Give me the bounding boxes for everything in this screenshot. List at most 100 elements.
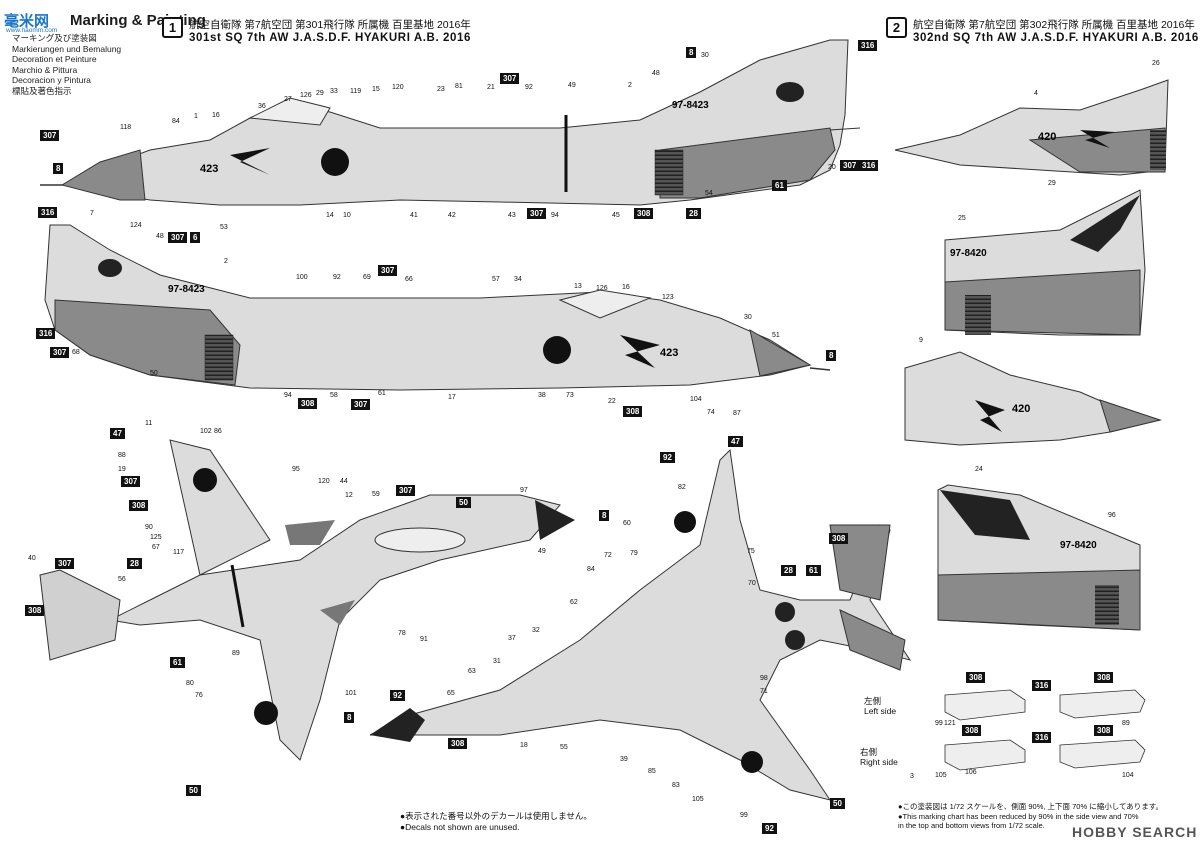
- scheme-1-header: 1 航空自衛隊 第7航空団 第301飛行隊 所属機 百里基地 2016年 301…: [162, 17, 471, 44]
- lang-de: Markierungen und Bemalung: [12, 43, 122, 54]
- part-callout: 49: [568, 82, 576, 89]
- part-callout: 63: [468, 668, 476, 675]
- color-callout: 307: [351, 399, 371, 410]
- part-callout: 85: [648, 768, 656, 775]
- part-callout: 119: [350, 88, 362, 95]
- part-callout: 126: [300, 92, 312, 99]
- aircraft-2-tail-left: [937, 484, 1141, 631]
- tank-left-side-1: [944, 689, 1026, 721]
- part-callout: 11: [145, 420, 153, 427]
- part-callout: 105: [692, 796, 704, 803]
- part-callout: 41: [410, 212, 418, 219]
- part-callout: 48: [652, 70, 660, 77]
- part-callout: 95: [292, 466, 300, 473]
- color-callout: 50: [186, 785, 201, 796]
- color-callout: 92: [390, 690, 405, 701]
- side-callout: 308: [966, 672, 986, 683]
- side-callout: 308: [1094, 672, 1114, 683]
- part-callout: 20: [828, 164, 836, 171]
- color-callout: 307: [378, 265, 398, 276]
- part-callout: 87: [733, 410, 741, 417]
- scheme-2-header: 2 航空自衛隊 第7航空団 第302飛行隊 所属機 百里基地 2016年 302…: [886, 17, 1199, 44]
- part-callout: 49: [538, 548, 546, 555]
- watermark-url: www.haomm.com: [6, 27, 58, 34]
- part-callout: 78: [398, 630, 406, 637]
- tank-right-side-1: [944, 739, 1026, 771]
- part-callout: 76: [195, 692, 203, 699]
- tank-left-side-2: [1059, 689, 1146, 719]
- part-callout: 15: [372, 86, 380, 93]
- scheme-2-jp: 航空自衛隊 第7航空団 第302飛行隊 所属機 百里基地 2016年: [913, 19, 1195, 31]
- part-callout: 66: [405, 276, 413, 283]
- side-callout: 105: [935, 772, 947, 779]
- part-callout: 22: [608, 398, 616, 405]
- part-callout: 73: [566, 392, 574, 399]
- color-callout: 50: [456, 497, 471, 508]
- serial-1a: 97-8423: [672, 100, 709, 111]
- color-callout: 307: [55, 558, 75, 569]
- lang-jp: マーキング及び塗装図: [12, 33, 97, 43]
- color-callout: 8: [826, 350, 837, 361]
- part-callout: 55: [560, 744, 568, 751]
- color-callout: 28: [781, 565, 796, 576]
- part-callout: 71: [760, 688, 768, 695]
- part-callout: 121: [944, 720, 956, 727]
- part-callout: 61: [378, 390, 386, 397]
- part-callout: 67: [152, 544, 160, 551]
- color-callout: 307: [396, 485, 416, 496]
- color-callout: 8: [344, 712, 355, 723]
- part-callout: 118: [120, 124, 132, 131]
- part-callout: 12: [345, 492, 353, 499]
- lang-es: Decoracion y Pintura: [12, 75, 91, 85]
- part-callout: 4: [1034, 90, 1038, 97]
- color-callout: 28: [127, 558, 142, 569]
- part-callout: 3: [910, 773, 914, 780]
- part-callout: 117: [173, 549, 185, 556]
- part-callout: 1: [194, 113, 198, 120]
- aircraft-2-left-side: [904, 351, 1162, 446]
- lang-it: Marchio & Pittura: [12, 64, 78, 75]
- scheme-1-en: 301st SQ 7th AW J.A.S.D.F. HYAKURI A.B. …: [189, 32, 472, 44]
- color-callout: 61: [772, 180, 787, 191]
- color-callout: 307: [168, 232, 188, 243]
- part-callout: 50: [150, 370, 158, 377]
- color-callout: 61: [170, 657, 185, 668]
- part-callout: 40: [28, 555, 36, 562]
- tank-right-side-2: [1059, 739, 1146, 769]
- part-callout: 17: [448, 394, 456, 401]
- part-callout: 30: [701, 52, 709, 59]
- part-callout: 75: [747, 548, 755, 555]
- part-callout: 51: [772, 332, 780, 339]
- part-callout: 13: [574, 283, 582, 290]
- serial-2b: 97-8420: [1060, 540, 1097, 551]
- serial-2a: 97-8420: [950, 248, 987, 259]
- right-side-label: 右側 Right side: [860, 747, 898, 767]
- aircraft-1-right-side: [40, 39, 861, 206]
- nose-number-2b: 420: [1012, 403, 1030, 415]
- color-callout: 47: [110, 428, 125, 439]
- part-callout: 60: [623, 520, 631, 527]
- side-callout: 316: [1032, 732, 1052, 743]
- part-callout: 16: [622, 284, 630, 291]
- part-callout: 80: [186, 680, 194, 687]
- part-callout: 79: [630, 550, 638, 557]
- part-callout: 58: [330, 392, 338, 399]
- color-callout: 61: [806, 565, 821, 576]
- footer-watermark: HOBBY SEARCH: [1072, 824, 1198, 840]
- part-callout: 88: [118, 452, 126, 459]
- part-callout: 123: [662, 294, 674, 301]
- part-callout: 62: [570, 599, 578, 606]
- side-callout: 308: [1094, 725, 1114, 736]
- part-callout: 24: [975, 466, 983, 473]
- scheme-1-jp: 航空自衛隊 第7航空団 第301飛行隊 所属機 百里基地 2016年: [189, 19, 471, 31]
- color-callout: 316: [859, 160, 879, 171]
- part-callout: 45: [612, 212, 620, 219]
- color-callout: 316: [36, 328, 56, 339]
- color-callout: 28: [686, 208, 701, 219]
- part-callout: 94: [284, 392, 292, 399]
- lang-fr: Decoration et Peinture: [12, 54, 97, 64]
- part-callout: 18: [520, 742, 528, 749]
- aircraft-top-view: [39, 439, 575, 761]
- part-callout: 90: [145, 524, 153, 531]
- color-callout: 6: [190, 232, 201, 243]
